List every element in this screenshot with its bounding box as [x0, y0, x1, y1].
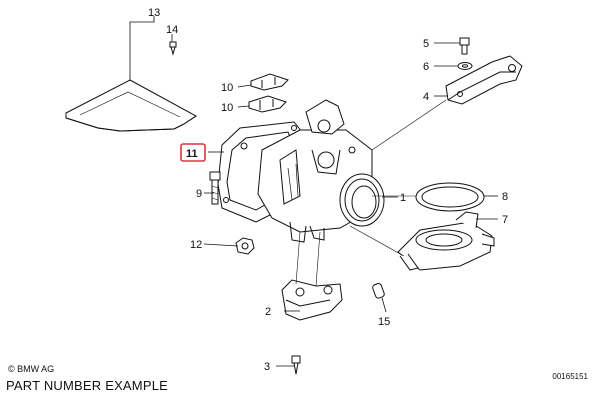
- callout-1[interactable]: 1: [400, 192, 406, 204]
- part-10-clip-lower[interactable]: [248, 95, 287, 113]
- copyright-text: © BMW AG: [8, 364, 55, 374]
- callout-14[interactable]: 14: [166, 24, 178, 36]
- part-8-gasket-ring[interactable]: [415, 182, 485, 212]
- callout-2[interactable]: 2: [265, 306, 271, 318]
- drawing-number: 00165151: [552, 372, 588, 381]
- callout-5[interactable]: 5: [423, 38, 429, 50]
- callout-8[interactable]: 8: [502, 191, 508, 203]
- callout-11[interactable]: 11: [186, 148, 198, 160]
- part-4-bracket[interactable]: [445, 55, 523, 105]
- callout-7[interactable]: 7: [502, 214, 508, 226]
- part-13-cover[interactable]: [65, 79, 197, 132]
- callout-9[interactable]: 9: [196, 188, 202, 200]
- callout-4[interactable]: 4: [423, 91, 429, 103]
- part-3-screw[interactable]: [291, 355, 301, 375]
- part-15-pin[interactable]: [372, 283, 385, 299]
- callout-10-lower[interactable]: 10: [221, 102, 233, 114]
- part-2-sensor[interactable]: [281, 279, 343, 321]
- callout-6[interactable]: 6: [423, 61, 429, 73]
- part-10-clip-upper[interactable]: [250, 73, 289, 91]
- callout-11-highlight: [180, 143, 206, 162]
- part-5-bolt[interactable]: [459, 37, 470, 55]
- part-7-idle-valve[interactable]: [397, 211, 495, 271]
- callout-10-upper[interactable]: 10: [221, 82, 233, 94]
- leader-lines: [129, 16, 498, 367]
- callout-12[interactable]: 12: [190, 239, 202, 251]
- part-1-throttle-housing[interactable]: [257, 99, 385, 243]
- part-12-nut[interactable]: [235, 237, 255, 255]
- caption-text: PART NUMBER EXAMPLE: [6, 378, 169, 393]
- callout-3[interactable]: 3: [264, 361, 270, 373]
- callout-15[interactable]: 15: [378, 316, 390, 328]
- part-9-bolt[interactable]: [209, 171, 221, 205]
- part-6-washer[interactable]: [457, 62, 473, 70]
- callout-13[interactable]: 13: [148, 7, 160, 19]
- part-14-screw[interactable]: [169, 41, 177, 56]
